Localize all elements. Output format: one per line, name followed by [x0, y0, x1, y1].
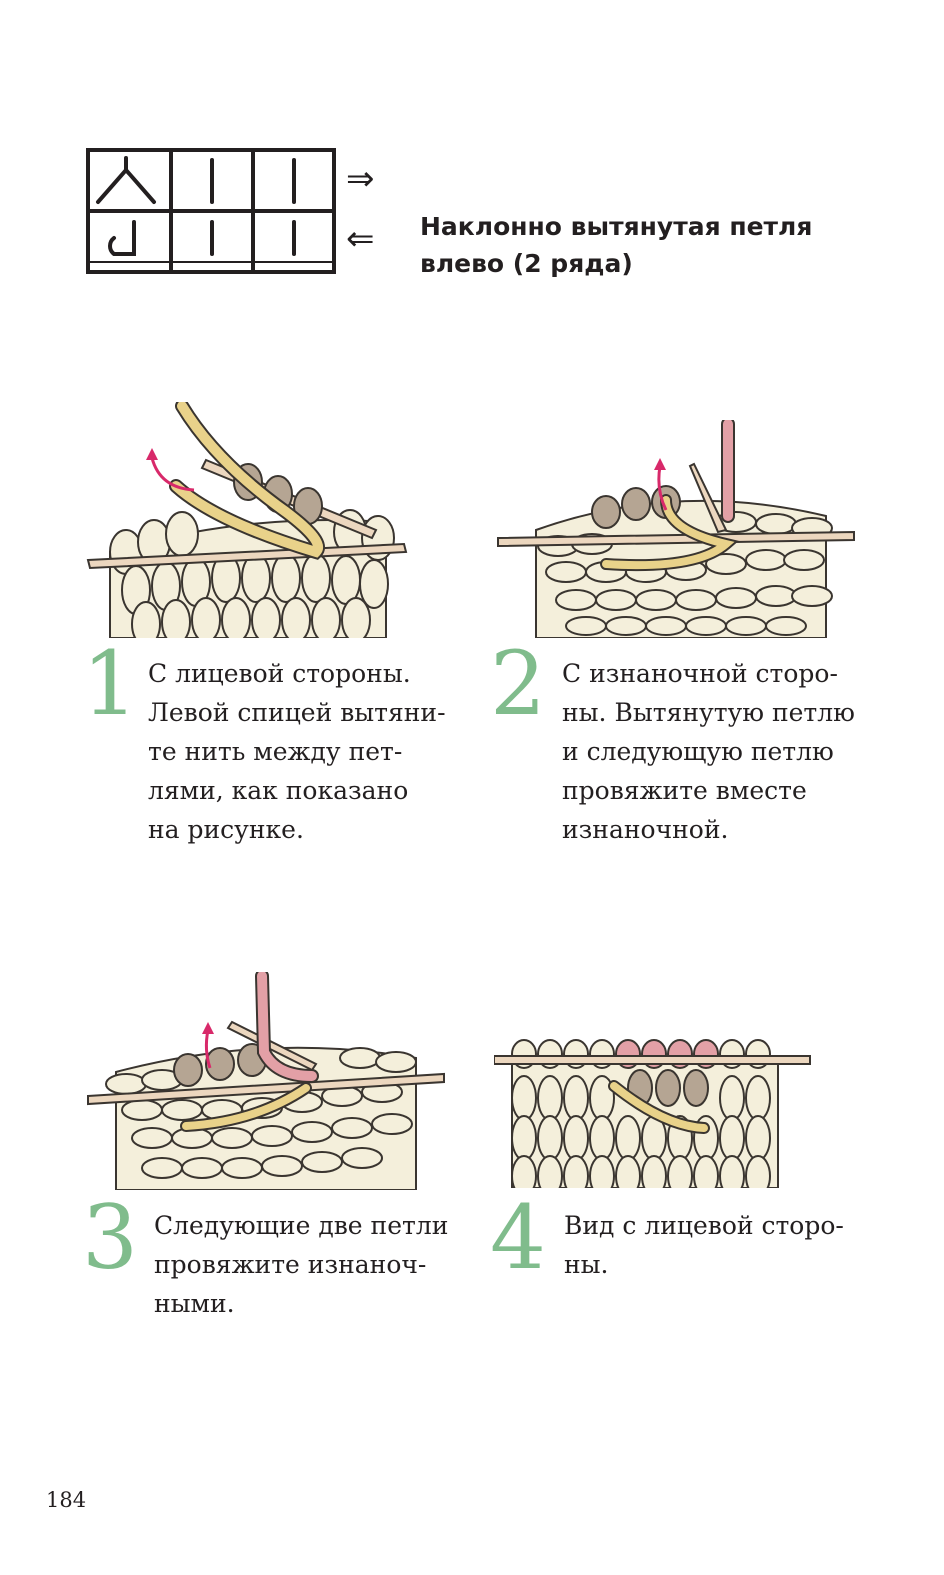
step-3-illustration: [87, 972, 445, 1190]
pattern-title-line-2: влево (2 ряда): [420, 249, 633, 278]
step-3-number: 3: [82, 1186, 138, 1289]
page-number: 184: [46, 1488, 87, 1512]
slant-left-symbol: [96, 166, 156, 204]
step-4-number: 4: [490, 1186, 546, 1289]
step-1-text: С лицевой стороны. Левой спицей вытяни- …: [148, 659, 446, 844]
step-2-illustration: [497, 420, 855, 638]
row-direction-right-arrow: ⇒: [346, 159, 375, 199]
step-4-illustration: [494, 1039, 811, 1188]
step-1-number: 1: [82, 632, 138, 735]
step-2-text: С изнаночной сторо- ны. Вытянутую петлю …: [562, 659, 855, 844]
knitting-needle: [497, 530, 855, 548]
pulled-loop-symbol: [108, 220, 136, 256]
step-4-text: Вид с лицевой сторо- ны.: [564, 1211, 844, 1279]
stitch-chart-diagram: ⇒ ⇐: [86, 148, 375, 274]
knitting-needle: [494, 1055, 811, 1065]
right-needle: [688, 462, 728, 534]
direction-arrow: [150, 457, 195, 492]
step-1-illustration: [86, 402, 408, 638]
pattern-title: Наклонно вытянутая петля влево (2 ряда): [420, 208, 880, 282]
row-direction-left-arrow: ⇐: [346, 219, 375, 259]
direction-arrow: [204, 1029, 212, 1069]
knitting-needle: [87, 1072, 445, 1106]
step-3-text: Следующие две петли провяжите изнаноч- н…: [154, 1211, 449, 1318]
working-yarn: [257, 972, 317, 1081]
yarn-strand: [602, 496, 735, 570]
pulled-loop-strand: [610, 1082, 708, 1132]
step-2-number: 2: [490, 632, 546, 735]
pattern-title-line-1: Наклонно вытянутая петля: [420, 212, 813, 241]
yarn-strand: [171, 402, 323, 558]
yarn-strand: [182, 1084, 310, 1130]
